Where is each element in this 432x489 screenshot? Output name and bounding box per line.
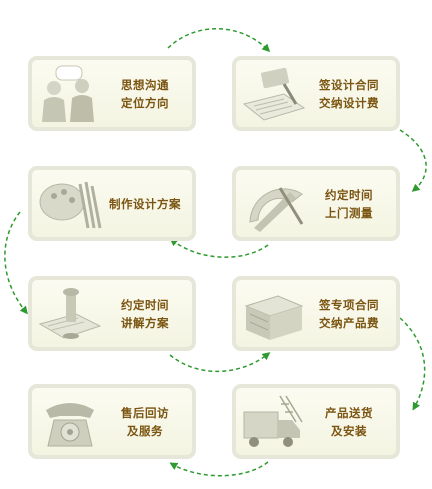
step-text-line: 约定时间 bbox=[325, 187, 373, 202]
step-text-line: 交纳产品费 bbox=[319, 315, 379, 330]
document-tray-icon bbox=[244, 295, 304, 340]
delivery-truck-icon bbox=[243, 395, 303, 447]
step-text-line: 签专项合同 bbox=[319, 297, 379, 312]
arrow-1-to-2 bbox=[167, 28, 271, 53]
step-text-line: 及服务 bbox=[127, 423, 163, 438]
step-project-contract: 签专项合同 交纳产品费 bbox=[232, 276, 400, 351]
drafting-tools-icon bbox=[249, 187, 304, 232]
arrow-4-to-5 bbox=[4, 211, 28, 315]
step-text-line: 讲解方案 bbox=[121, 315, 169, 330]
step-measure: 约定时间 上门测量 bbox=[232, 166, 400, 241]
step-text-line: 制作设计方案 bbox=[109, 196, 181, 211]
arrow-5-to-6 bbox=[169, 352, 271, 373]
step-delivery: 产品送货 及安装 bbox=[232, 384, 400, 459]
step-service: 售后回访 及服务 bbox=[28, 384, 196, 459]
presentation-icon bbox=[38, 288, 102, 339]
step-text-line: 上门测量 bbox=[325, 205, 373, 220]
arrow-3-to-4 bbox=[169, 238, 269, 258]
step-text-line: 思想沟通 bbox=[121, 77, 169, 92]
step-explain: 约定时间 讲解方案 bbox=[28, 276, 196, 351]
two-people-chat-icon bbox=[42, 65, 94, 122]
arrow-2-to-3 bbox=[399, 129, 427, 192]
step-text-line: 约定时间 bbox=[121, 297, 169, 312]
arrow-7-to-8 bbox=[169, 461, 269, 477]
step-communicate: 思想沟通 定位方向 bbox=[28, 56, 196, 131]
contract-signing-icon bbox=[242, 67, 306, 121]
step-text-line: 交纳设计费 bbox=[319, 95, 379, 110]
arrow-6-to-7 bbox=[399, 317, 426, 411]
paint-palette-icon bbox=[39, 181, 102, 229]
telephone-icon bbox=[46, 403, 94, 447]
step-text-line: 定位方向 bbox=[121, 95, 169, 110]
step-text-line: 及安装 bbox=[331, 423, 367, 438]
step-text-line: 售后回访 bbox=[121, 405, 169, 420]
step-contract: 签设计合同 交纳设计费 bbox=[232, 56, 400, 131]
step-text-line: 签设计合同 bbox=[319, 77, 379, 92]
step-design: 制作设计方案 bbox=[28, 166, 196, 241]
step-text-line: 产品送货 bbox=[325, 405, 373, 420]
